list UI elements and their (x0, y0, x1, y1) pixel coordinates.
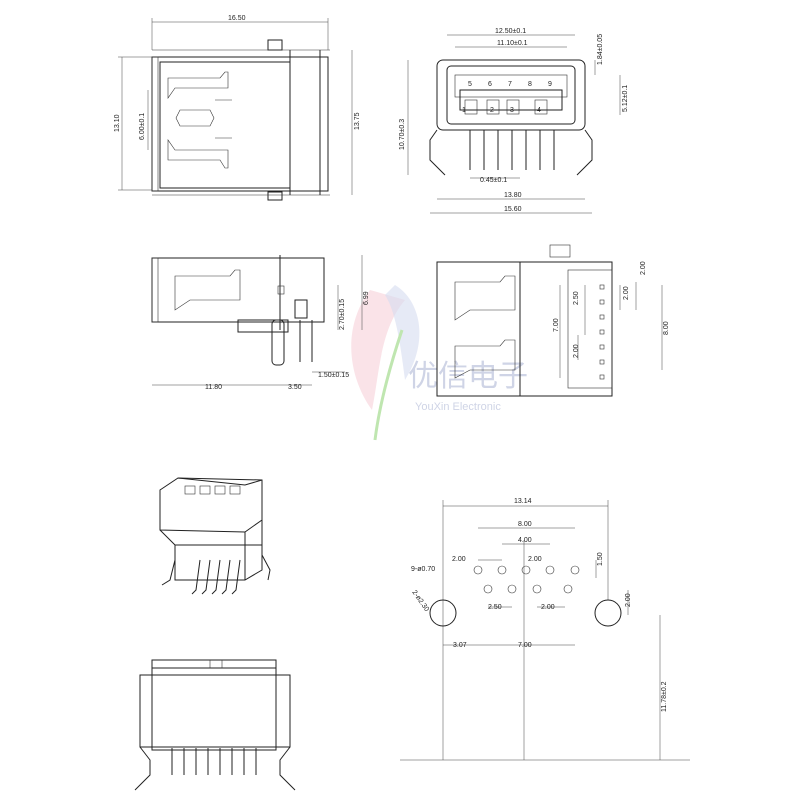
fp-dim-l5: 3.07 (453, 642, 467, 649)
view-footprint: 13.14 8.00 4.00 2.00 2.00 1.50 2.50 2.00… (400, 498, 690, 761)
fp-dim-h: 11.78±0.2 (661, 681, 668, 712)
dim-front-b2: 15.60 (504, 206, 522, 213)
dim-bot-p3: 2.50 (573, 291, 580, 305)
pin-label-4: 4 (537, 107, 541, 114)
dim-bot-p4: 2.00 (573, 344, 580, 358)
pin-label-9: 9 (548, 81, 552, 88)
dim-inner: 6.00±0.1 (139, 113, 146, 140)
dim-front-w2: 11.10±0.1 (497, 40, 528, 47)
view-top: 16.50 13.10 6.00±0.1 13.75 (114, 15, 361, 201)
pin-label-2: 2 (490, 107, 494, 114)
fp-dim-w3: 4.00 (518, 537, 532, 544)
pin-label-3: 3 (510, 107, 514, 114)
view-lower-front (134, 659, 296, 791)
dim-side-h2: 6.99 (363, 291, 370, 305)
fp-large-hole-right (594, 599, 622, 627)
fp-dim-l2: 2.00 (528, 556, 542, 563)
pin-label-6: 6 (488, 81, 492, 88)
dim-side-off: 3.50 (288, 384, 302, 391)
dim-front-b1: 13.80 (504, 192, 522, 199)
fp-hole-label-1: 9-ø0.70 (411, 566, 435, 573)
dim-width: 16.50 (228, 15, 246, 22)
dim-front-w1: 12.50±0.1 (495, 28, 526, 35)
dim-bot-h2: 8.00 (663, 321, 670, 335)
pin-label-5: 5 (468, 81, 472, 88)
dim-side-len: 11.80 (205, 384, 222, 391)
view-side: 11.80 3.50 2.70±0.15 6.99 1.50±0.15 (151, 255, 370, 391)
dim-side-h1: 2.70±0.15 (339, 299, 346, 330)
fp-dim-v2: 2.00 (625, 593, 632, 607)
dim-front-h2: 5.12±0.1 (622, 85, 629, 112)
watermark: 优信电子 YouXin Electronic (351, 285, 528, 441)
fp-dim-w: 13.14 (514, 498, 532, 505)
fp-dim-l3: 2.50 (488, 604, 502, 611)
dim-height-right: 13.75 (354, 112, 361, 130)
dim-front-h1: 10.70±0.3 (399, 119, 406, 150)
fp-hole-label-2: 2-ø2.30 (410, 589, 430, 613)
pin-label-1: 1 (462, 107, 466, 114)
dim-front-pin: 0.45±0.1 (480, 177, 507, 184)
watermark-cn: 优信电子 (408, 360, 528, 393)
dim-bot-h1: 7.00 (553, 318, 560, 332)
fp-small-holes (473, 565, 580, 594)
view-bottom: 2.00 2.00 2.50 2.00 7.00 8.00 (436, 244, 670, 397)
dim-bot-p1: 2.00 (640, 261, 647, 275)
fp-dim-l4: 2.00 (541, 604, 555, 611)
fp-large-hole-left (429, 599, 457, 627)
pin-label-8: 8 (528, 81, 532, 88)
view-front: 1 2 3 4 5 6 7 8 9 12.50±0.1 11.10±0.1 1.… (399, 28, 629, 214)
dim-front-t1: 1.84±0.05 (597, 34, 604, 65)
fp-dim-l1: 2.00 (452, 556, 466, 563)
dim-height-left: 13.10 (114, 114, 121, 132)
dim-bot-p2: 2.00 (623, 286, 630, 300)
fp-dim-v1: 1.50 (597, 552, 604, 566)
pin-label-7: 7 (508, 81, 512, 88)
fp-dim-l6: 7.00 (518, 642, 532, 649)
fp-dim-w2: 8.00 (518, 521, 532, 528)
view-isometric (159, 477, 271, 595)
dim-side-pin: 1.50±0.15 (318, 372, 349, 379)
watermark-en: YouXin Electronic (415, 401, 501, 413)
